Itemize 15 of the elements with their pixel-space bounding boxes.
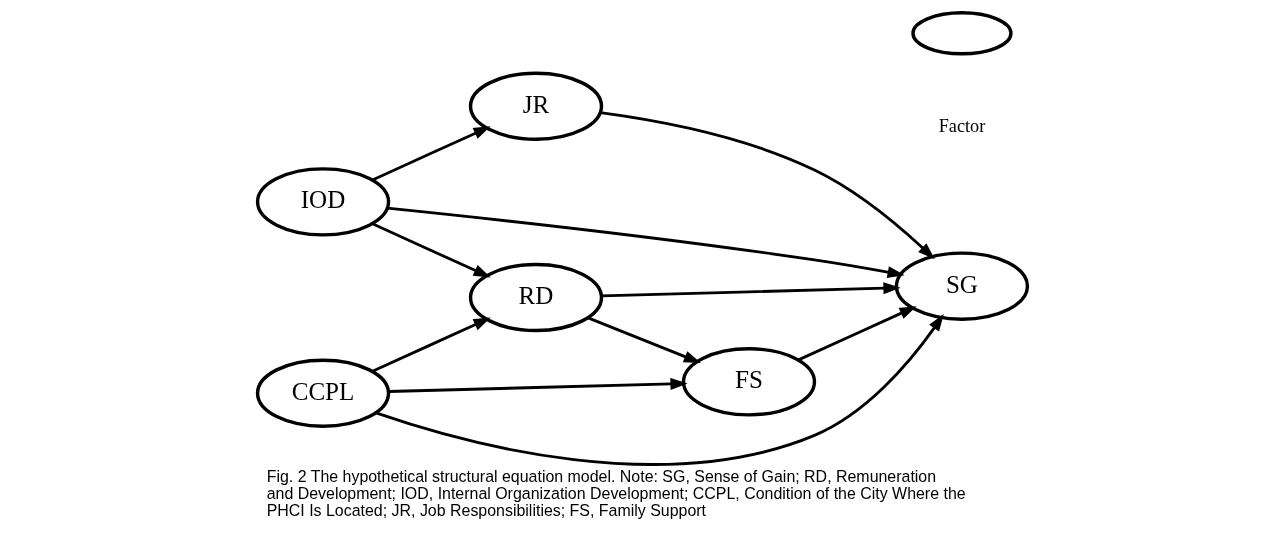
arrow xyxy=(386,206,905,279)
arrow xyxy=(388,377,688,393)
arrow xyxy=(371,126,491,182)
node-ellipse xyxy=(910,11,1013,56)
arrow xyxy=(587,316,701,364)
arrow xyxy=(600,282,901,298)
legend-label: Factor xyxy=(938,116,985,137)
node-ellipse: IOD xyxy=(255,167,390,237)
arrow xyxy=(599,111,935,260)
arrow xyxy=(371,317,491,373)
node-ellipse: CCPL xyxy=(255,358,390,428)
arrow xyxy=(797,306,917,362)
caption: Fig. 2 The hypothetical structural equation model. Note: SG, Sense of Gain; RD, Remuneration and Development; IOD, Internal Organization Development; CCPL, Condition of the City Where the PHCI Is Located; JR, Job Responsibilities; FS, Family Support xyxy=(266,468,966,520)
arrow xyxy=(375,314,944,466)
arrow xyxy=(371,222,491,278)
